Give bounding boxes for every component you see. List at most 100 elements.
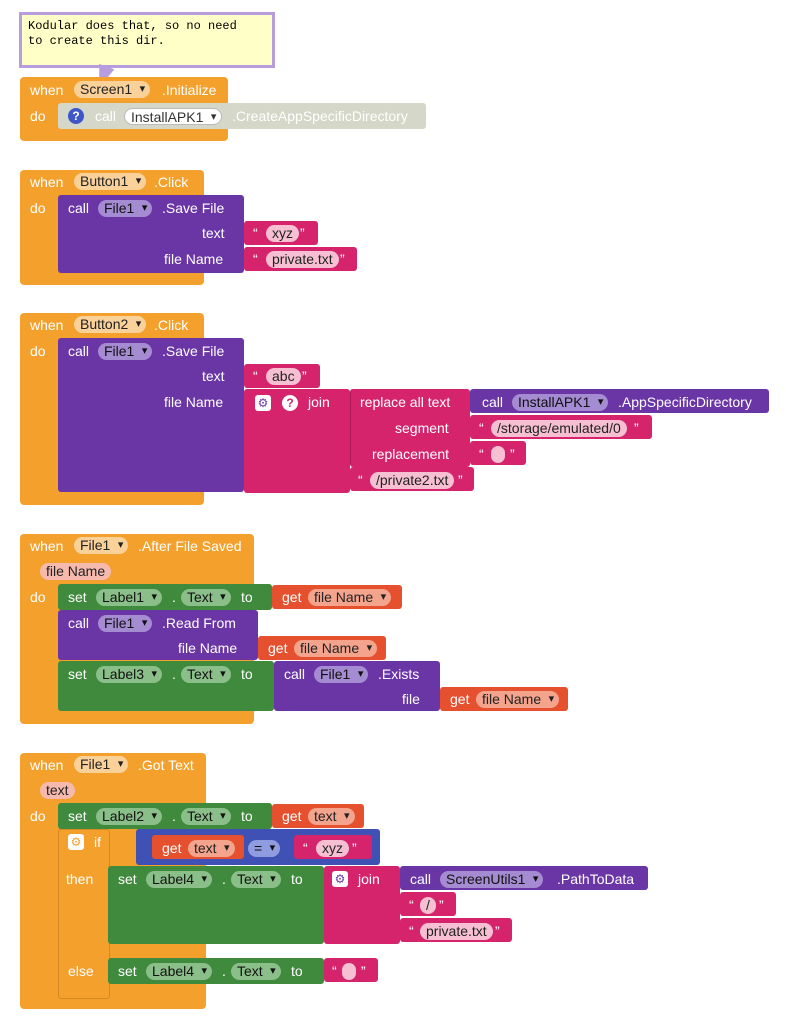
quote-close: ” (510, 446, 515, 462)
property-dropdown[interactable]: Text (181, 666, 231, 683)
call-keyword: call (68, 615, 90, 631)
variable-dropdown[interactable]: file Name (294, 640, 378, 657)
set-keyword: set (118, 963, 137, 979)
string-value-empty[interactable] (491, 446, 505, 463)
mutator-gear-icon[interactable]: ⚙ (68, 834, 84, 850)
string-value[interactable]: private.txt (420, 923, 493, 940)
do-keyword: do (30, 108, 46, 124)
quote-close: ” (302, 368, 307, 384)
call-file1-savefile[interactable] (58, 338, 244, 492)
help-icon[interactable]: ? (282, 395, 298, 411)
string-value[interactable]: xyz (316, 840, 349, 857)
call-file1-readfrom[interactable] (58, 610, 258, 660)
set-component-dropdown[interactable]: Label3 (96, 666, 163, 683)
property-dropdown[interactable]: Text (231, 963, 281, 980)
component-dropdown[interactable]: Button2 (74, 316, 147, 333)
callee-dropdown[interactable]: InstallAPK1 (124, 108, 223, 126)
component-dropdown[interactable]: Screen1 (74, 81, 151, 98)
property-dropdown[interactable]: Text (181, 808, 231, 825)
quote-open: “ (303, 840, 308, 856)
do-keyword: do (30, 589, 46, 605)
component-dropdown[interactable]: Button1 (74, 173, 147, 190)
variable-dropdown[interactable]: text (308, 808, 355, 825)
when-keyword: when (30, 757, 64, 773)
quote-open: “ (253, 225, 258, 241)
dot: . (222, 871, 226, 887)
set-component-dropdown[interactable]: Label2 (96, 808, 163, 825)
string-value[interactable]: private.txt (266, 251, 339, 268)
string-value[interactable]: abc (266, 368, 301, 385)
filename-param-label: file Name (178, 640, 238, 656)
replacement-label: replacement (372, 446, 450, 462)
file-param-label: file (402, 691, 420, 707)
segment-label: segment (395, 420, 449, 436)
mutator-gear-icon[interactable]: ⚙ (332, 871, 348, 887)
if-keyword: if (94, 834, 101, 850)
string-value[interactable]: / (420, 897, 436, 914)
to-keyword: to (291, 871, 303, 887)
set-label4-text-else[interactable] (108, 958, 324, 984)
callee-dropdown[interactable]: ScreenUtils1 (440, 871, 544, 888)
replace-keyword: replace all text (360, 394, 451, 410)
string-value[interactable]: xyz (266, 225, 299, 242)
event-parameter[interactable]: file Name (40, 563, 112, 580)
do-keyword: do (30, 200, 46, 216)
callee-dropdown[interactable]: File1 (98, 615, 153, 632)
property-dropdown[interactable]: Text (231, 871, 281, 888)
filename-param-label: file Name (164, 394, 224, 410)
string-value[interactable]: /private2.txt (370, 472, 455, 489)
get-keyword: get (162, 840, 182, 856)
set-component-dropdown[interactable]: Label4 (146, 963, 213, 980)
quote-open: “ (253, 251, 258, 267)
set-component-dropdown[interactable]: Label4 (146, 871, 213, 888)
operator-dropdown[interactable]: = (248, 840, 281, 857)
join-keyword: join (358, 871, 380, 887)
set-label4-text[interactable] (108, 866, 324, 944)
to-keyword: to (241, 589, 253, 605)
set-keyword: set (68, 666, 87, 682)
variable-dropdown[interactable]: file Name (308, 589, 392, 606)
replace-all-block[interactable] (350, 389, 470, 467)
quote-open: “ (409, 923, 414, 939)
callee-dropdown[interactable]: File1 (98, 200, 153, 217)
method-name: .Read From (162, 615, 236, 631)
filename-param-label: file Name (164, 251, 224, 267)
event-parameter[interactable]: text (40, 782, 75, 799)
mutator-gear-icon[interactable]: ⚙ (255, 395, 271, 411)
set-label2-text[interactable] (58, 803, 272, 829)
help-icon[interactable]: ? (68, 108, 84, 124)
event-name: .Got Text (138, 757, 194, 773)
call-keyword: call (68, 343, 90, 359)
callee-dropdown[interactable]: File1 (314, 666, 369, 683)
if-block[interactable] (58, 829, 110, 999)
then-keyword: then (66, 871, 94, 887)
do-keyword: do (30, 808, 46, 824)
text-param-label: text (202, 368, 225, 384)
string-value[interactable]: /storage/emulated/0 (491, 420, 627, 437)
callee-dropdown[interactable]: File1 (98, 343, 153, 360)
to-keyword: to (241, 666, 253, 682)
quote-close: ” (300, 225, 305, 241)
set-label1-text[interactable] (58, 584, 272, 610)
get-keyword: get (282, 808, 302, 824)
variable-dropdown[interactable]: text (188, 840, 235, 857)
set-keyword: set (118, 871, 137, 887)
callee-dropdown[interactable]: InstallAPK1 (512, 394, 609, 411)
get-keyword: get (450, 691, 470, 707)
dot: . (172, 589, 176, 605)
call-keyword: call (68, 200, 90, 216)
dot: . (172, 808, 176, 824)
quote-open: “ (479, 446, 484, 462)
method-name: .AppSpecificDirectory (618, 394, 752, 410)
method-name: .Save File (162, 343, 225, 359)
set-label3-text[interactable] (58, 661, 274, 711)
comment-bubble[interactable]: Kodular does that, so no need to create … (19, 12, 275, 68)
call-keyword: call (284, 666, 306, 682)
disabled-call-block[interactable] (58, 103, 426, 129)
variable-dropdown[interactable]: file Name (476, 691, 560, 708)
set-component-dropdown[interactable]: Label1 (96, 589, 163, 606)
component-dropdown[interactable]: File1 (74, 756, 129, 773)
property-dropdown[interactable]: Text (181, 589, 231, 606)
string-value-empty[interactable] (342, 963, 356, 980)
component-dropdown[interactable]: File1 (74, 537, 129, 554)
